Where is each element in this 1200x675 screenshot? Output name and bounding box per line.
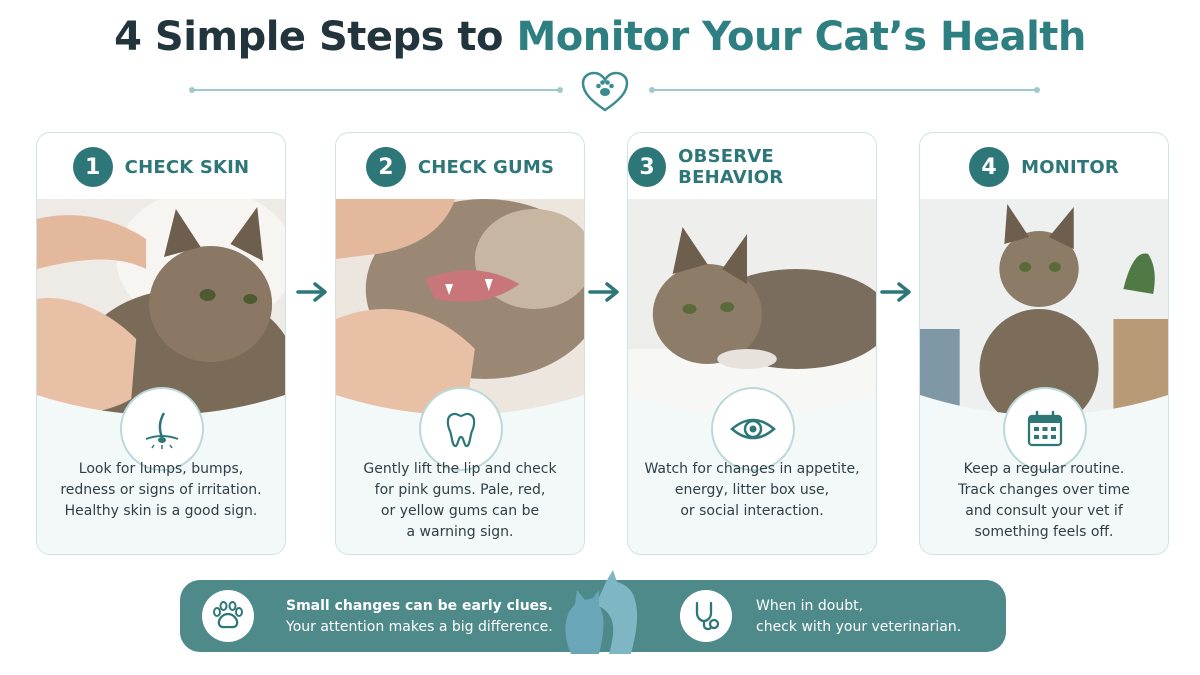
step-icon-badge [419,387,503,471]
eye-icon [730,418,776,440]
step-card-1: 1 CHECK SKIN Look for lumps, bumps, redn… [36,132,286,555]
step-header: 2 CHECK GUMS [336,147,584,187]
heart-paw-icon [581,71,629,112]
step-icon-badge [120,387,204,471]
step-icon-badge [1003,387,1087,471]
description-line: something feels off. [974,524,1114,540]
step-title: MONITOR [1021,156,1119,178]
calendar-icon [1027,410,1063,447]
step-title: CHECK SKIN [124,156,250,178]
banner-right-line: check with your veterinarian. [756,619,962,635]
step-icon-badge [711,387,795,471]
description-line: Healthy skin is a good sign. [64,503,258,519]
cat-sitting-photo [920,199,1168,419]
banner-left-subtext: Your attention makes a big difference. [286,619,553,635]
step-number-badge: 3 [628,147,667,187]
description-line: Gently lift the lip and check [363,461,557,477]
description-line: Track changes over time [958,482,1130,498]
step-header: 4 MONITOR [920,147,1168,187]
description-line: and consult your vet if [965,503,1123,519]
title-divider-left [189,87,563,93]
cat-lying-photo [628,199,876,419]
stethoscope-badge [680,590,732,642]
tooth-icon [446,412,476,448]
page-title: 4 Simple Steps to Monitor Your Cat’s Hea… [0,14,1200,60]
description-line: Watch for changes in appetite, [644,461,860,477]
banner-right-message: When in doubt, check with your veterinar… [756,596,961,638]
step-title: CHECK GUMS [417,156,555,178]
banner-left-headline: Small changes can be early clues. [286,598,553,614]
description-line: or social interaction. [680,503,824,519]
step-card-3: 3 OBSERVE BEHAVIOR Watch for changes in … [627,132,877,555]
arrow-right-icon [880,282,911,302]
step-description: Look for lumps, bumps, redness or signs … [53,459,269,522]
description-line: a warning sign. [406,524,514,540]
description-line: Look for lumps, bumps, [78,461,244,477]
step-title: OBSERVE BEHAVIOR [678,146,784,188]
description-line: or yellow gums can be [380,503,540,519]
step-header: 1 CHECK SKIN [37,147,285,187]
step-number-badge: 4 [969,147,1010,187]
arrow-right-icon [588,282,619,302]
step-card-4: 4 MONITOR Keep [919,132,1169,555]
step-description: Gently lift the lip and check for pink g… [352,459,568,543]
arrow-right-icon [296,282,327,302]
cat-dog-silhouette-icon [565,570,638,654]
title-part-2: Monitor Your Cat’s Health [516,14,1086,60]
cat-skin-check-photo [37,199,285,419]
stethoscope-icon [695,601,720,631]
title-part-1: 4 Simple Steps to [114,14,517,60]
banner-right-line: When in doubt, [756,598,864,614]
description-line: Keep a regular routine. [963,461,1125,477]
step-number-badge: 1 [72,147,113,187]
step-description: Keep a regular routine. Track changes ov… [936,459,1152,543]
paw-badge [202,590,254,642]
description-line: for pink gums. Pale, red, [374,482,546,498]
step-card-2: 2 CHECK GUMS Gently lift the lip and che… [335,132,585,555]
paw-icon [213,601,243,629]
title-divider-right [649,87,1040,93]
description-line: energy, litter box use, [674,482,830,498]
step-header: 3 OBSERVE BEHAVIOR [628,146,876,188]
banner-left-message: Small changes can be early clues. Your a… [286,596,553,638]
hair-follicle-icon [145,412,179,449]
step-description: Watch for changes in appetite, energy, l… [644,459,860,522]
description-line: redness or signs of irritation. [60,482,262,498]
step-number-badge: 2 [365,147,406,187]
cat-gums-check-photo [336,199,584,419]
